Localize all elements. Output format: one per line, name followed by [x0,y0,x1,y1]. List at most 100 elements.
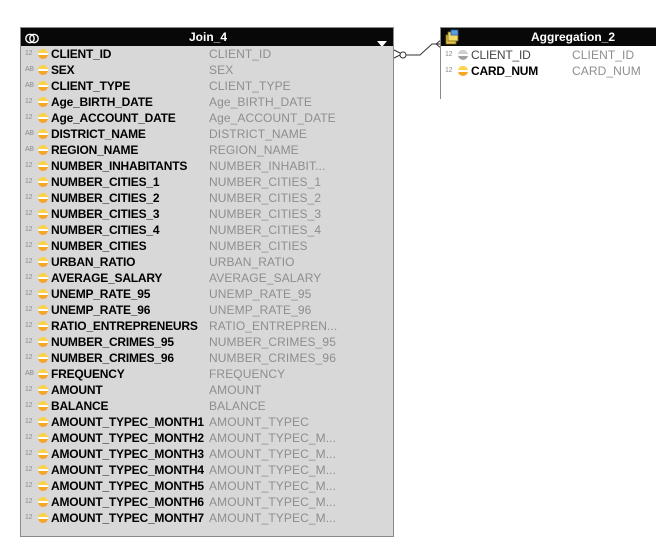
column-icon [38,417,48,427]
column-type-label: 12 [25,482,33,489]
column-icon [38,497,48,507]
column-name: NUMBER_CITIES_2 [51,191,160,205]
column-name: NUMBER_CITIES_4 [51,223,160,237]
column-alias: URBAN_RATIO [209,255,295,269]
column-name: NUMBER_CRIMES_96 [51,351,174,365]
column-name: BALANCE [51,399,109,413]
column-alias: UNEMP_RATE_95 [209,287,312,301]
join-icon [25,31,39,44]
column-name: AMOUNT_TYPEC_MONTH6 [51,495,204,509]
column-icon [38,433,48,443]
column-type-label: AB [25,146,34,153]
column-type-label: 12 [25,178,33,185]
column-icon [458,66,468,76]
column-icon [38,193,48,203]
column-row[interactable]: 12 CARD_NUM CARD_NUM [441,63,656,79]
column-name: DISTRICT_NAME [51,127,146,141]
column-icon [38,225,48,235]
column-alias: AMOUNT [209,383,262,397]
column-name: CLIENT_TYPE [51,79,131,93]
column-alias: AMOUNT_TYPEC [209,415,309,429]
column-alias: RATIO_ENTREPREN... [209,319,338,333]
column-name: RATIO_ENTREPRENEURS [51,319,198,333]
column-name: Age_BIRTH_DATE [51,95,153,109]
column-name: AMOUNT_TYPEC_MONTH3 [51,447,204,461]
column-type-label: 12 [445,67,453,74]
column-alias: NUMBER_CITIES_3 [209,207,322,221]
column-alias: AMOUNT_TYPEC_M... [209,511,337,525]
aggregation-node-title: Aggregation_2 [531,30,616,44]
column-row[interactable]: 12 AMOUNT_TYPEC_MONTH6 AMOUNT_TYPEC_M... [21,494,393,510]
column-alias: REGION_NAME [209,143,299,157]
column-alias: NUMBER_CITIES_4 [209,223,322,237]
column-name: FREQUENCY [51,367,125,381]
column-icon [38,65,48,75]
column-name: CARD_NUM [471,64,539,78]
column-name: REGION_NAME [51,143,139,157]
column-icon [38,353,48,363]
column-type-label: 12 [445,51,453,58]
column-type-label: 12 [25,386,33,393]
column-type-label: AB [25,130,34,137]
column-icon [38,305,48,315]
column-row[interactable]: AB REGION_NAME REGION_NAME [21,142,393,158]
column-alias: SEX [209,63,234,77]
column-icon [38,257,48,267]
column-type-label: 12 [25,290,33,297]
column-type-label: 12 [25,98,33,105]
column-name: UNEMP_RATE_96 [51,303,151,317]
column-icon [38,177,48,187]
dropdown-triangle-icon[interactable] [377,34,387,47]
column-name: AMOUNT_TYPEC_MONTH2 [51,431,204,445]
column-icon [38,49,48,59]
column-type-label: 12 [25,514,33,521]
column-type-label: 12 [25,498,33,505]
column-icon [38,513,48,523]
column-alias: CARD_NUM [572,64,641,78]
column-icon [38,481,48,491]
join-node-header[interactable]: Join_4 [21,28,393,47]
column-type-label: 12 [25,466,33,473]
aggregation-node-header[interactable]: Aggregation_2 [441,28,656,46]
column-alias: NUMBER_CRIMES_95 [209,335,336,349]
column-alias: AMOUNT_TYPEC_M... [209,495,337,509]
column-type-label: 12 [25,210,33,217]
column-icon [38,145,48,155]
column-alias: AMOUNT_TYPEC_M... [209,431,337,445]
column-icon [38,129,48,139]
column-icon [38,385,48,395]
